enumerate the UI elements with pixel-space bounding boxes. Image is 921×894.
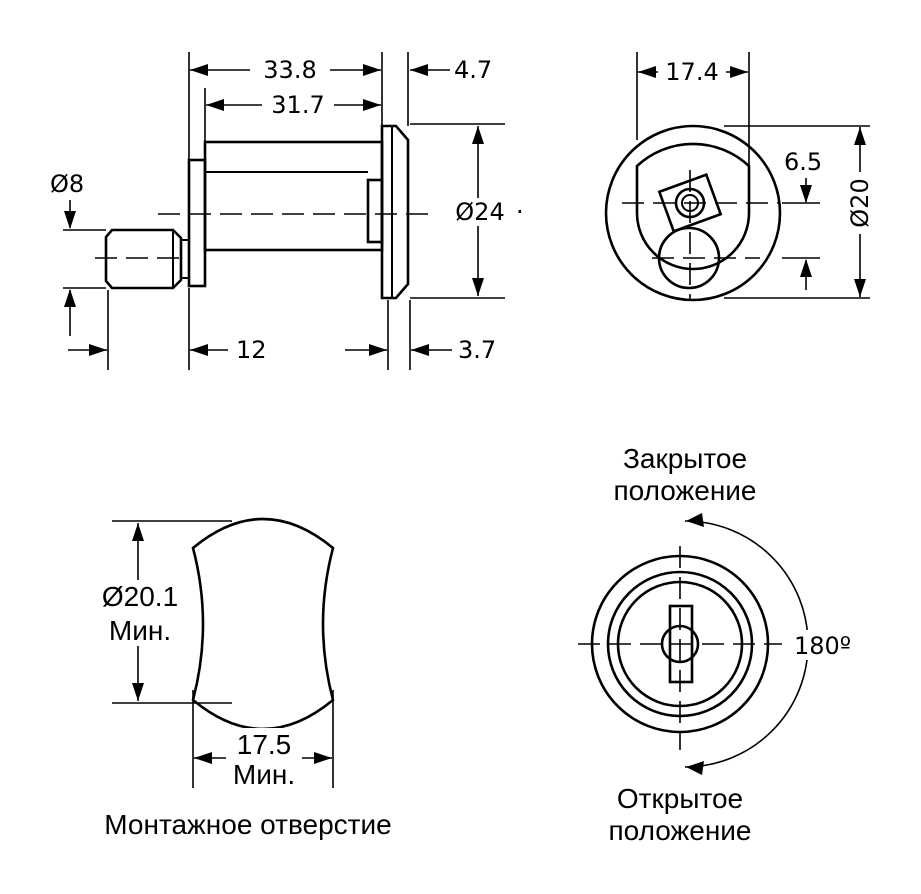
- dim-hole-width-note: Мин.: [233, 759, 295, 790]
- dim-keyway-offset: 6.5: [784, 148, 822, 176]
- mounting-hole-caption: Монтажное отверстие: [104, 809, 391, 840]
- dim-cam-length: 12: [236, 336, 267, 364]
- side-view: 33.8 31.7 4.7 Ø24 · Ø8 12: [50, 52, 524, 370]
- svg-text:·: ·: [516, 198, 524, 226]
- dim-flange-diameter: Ø20: [846, 178, 874, 227]
- mounting-hole-view: Ø20.1 Мин. 17.5 Мин. Монтажное отверстие: [92, 517, 392, 840]
- dim-overall-length: 33.8: [263, 56, 316, 84]
- dim-body-diameter: Ø24: [455, 198, 504, 226]
- cam-pin: [104, 228, 189, 290]
- dim-cam-diameter: Ø8: [50, 170, 84, 198]
- flange: [380, 124, 410, 300]
- dim-flat-width: 17.4: [665, 58, 718, 86]
- dim-flange-offset: 3.7: [458, 336, 496, 364]
- closed-position-label-1: Закрытое: [623, 443, 747, 474]
- dim-flange-thickness: 4.7: [454, 56, 492, 84]
- dim-body-length: 31.7: [271, 91, 324, 119]
- closed-position-label-2: положение: [613, 475, 756, 506]
- dim-hole-diameter-note: Мин.: [109, 615, 171, 646]
- open-position-label-2: положение: [608, 815, 751, 846]
- rotation-view: 180º Закрытое положение Открытое положен…: [578, 443, 862, 846]
- front-view: 17.4 6.5 Ø20: [604, 52, 874, 302]
- open-position-label-1: Открытое: [617, 783, 743, 814]
- dim-hole-diameter: Ø20.1: [102, 581, 178, 612]
- rotation-angle: 180º: [794, 632, 851, 660]
- dim-hole-width: 17.5: [237, 729, 292, 760]
